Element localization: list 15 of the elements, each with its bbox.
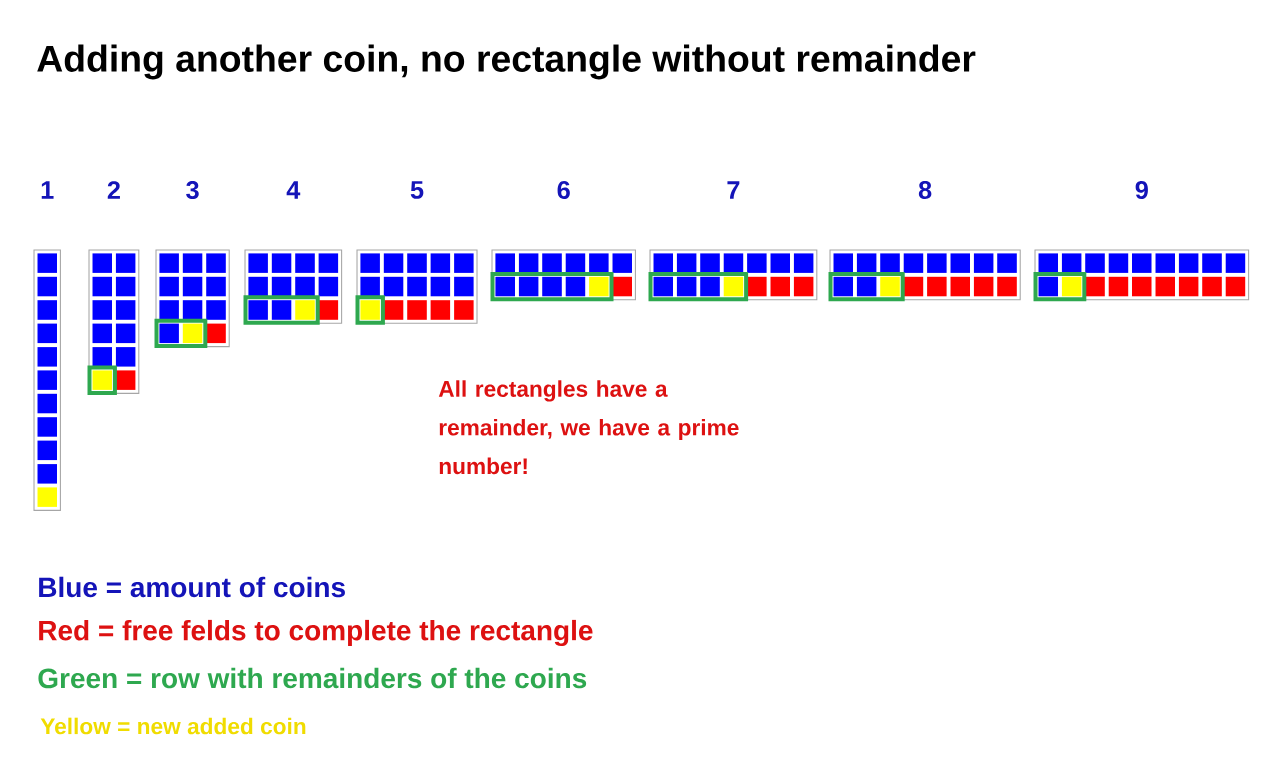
legend-text: Red = free felds to complete the rectangle xyxy=(39,619,593,647)
note-text: All rectangles have a remainder, we have a prime number! xyxy=(438,380,739,475)
legend-text: Blue = amount of coins xyxy=(39,576,345,598)
column-number: 9 xyxy=(1135,181,1148,199)
column-number: 6 xyxy=(557,181,570,199)
column-number: 4 xyxy=(286,181,301,199)
column-number: 2 xyxy=(107,181,120,199)
column-number: 5 xyxy=(410,181,424,199)
column-number: 7 xyxy=(727,181,740,199)
legend-text: Green = row with remainders of the coins xyxy=(38,667,587,689)
column-number: 3 xyxy=(186,181,199,199)
title: Adding another coin, no rectangle without remainder xyxy=(37,44,976,80)
column-number: 8 xyxy=(918,181,932,199)
column-number: 1 xyxy=(41,181,54,199)
legend-text: Yellow = new added coin xyxy=(40,717,306,735)
